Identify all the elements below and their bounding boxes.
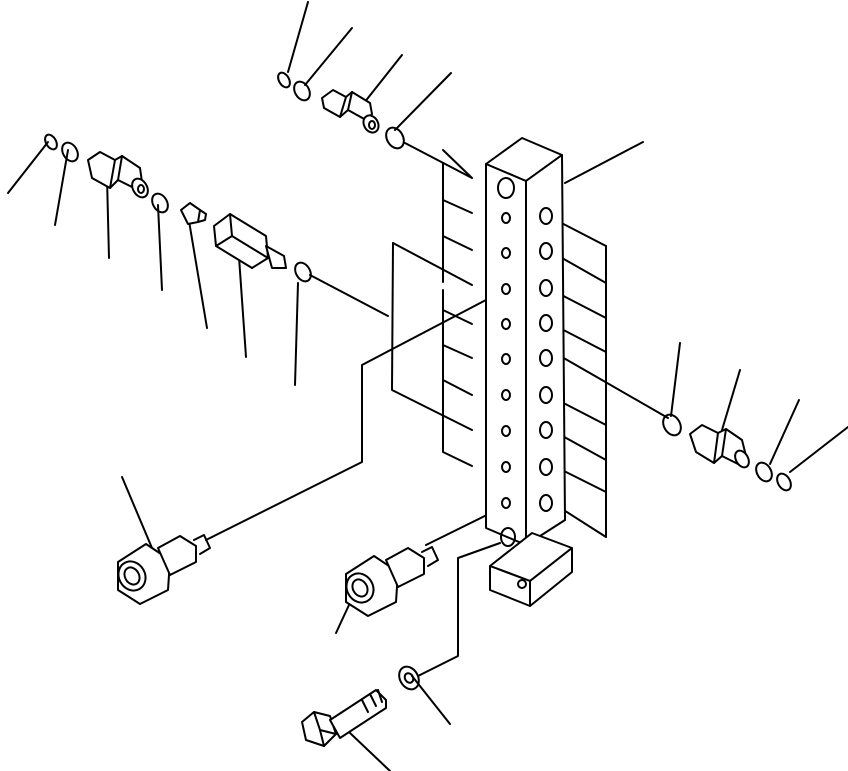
block-side-ports bbox=[539, 207, 553, 512]
left-o-ring-medium bbox=[61, 141, 79, 163]
solenoid-cartridge bbox=[213, 213, 287, 269]
leader-lines bbox=[7, 1, 848, 771]
block-front-ports bbox=[497, 177, 516, 547]
right-fitting bbox=[689, 424, 750, 469]
connection-lines bbox=[205, 142, 669, 677]
top-o-ring-large bbox=[385, 126, 405, 150]
mounting-block bbox=[489, 532, 573, 607]
washer bbox=[398, 665, 420, 691]
right-o-ring-small bbox=[776, 472, 792, 492]
right-o-ring-medium bbox=[755, 461, 773, 483]
left-bracket-lines bbox=[391, 149, 473, 467]
top-fitting bbox=[321, 89, 380, 134]
left-o-ring-large bbox=[151, 192, 169, 214]
pressure-sensor-left bbox=[117, 534, 211, 605]
bolt bbox=[301, 689, 387, 747]
small-plug bbox=[180, 202, 207, 225]
top-o-ring-small bbox=[277, 71, 291, 89]
pressure-sensor-center bbox=[345, 546, 439, 617]
left-o-ring-lower bbox=[294, 261, 312, 283]
top-o-ring-medium bbox=[293, 80, 311, 102]
right-o-ring-large bbox=[662, 413, 682, 437]
left-o-ring-small bbox=[44, 133, 58, 151]
left-fitting bbox=[87, 151, 149, 199]
manifold-block bbox=[485, 137, 566, 547]
